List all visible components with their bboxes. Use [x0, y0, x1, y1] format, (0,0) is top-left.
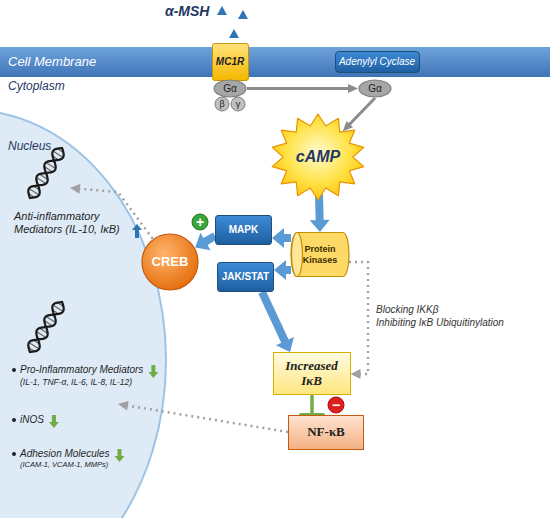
connector — [272, 228, 291, 248]
g-protein-subunit — [215, 97, 229, 111]
arrow-head — [348, 84, 358, 93]
hormone-triangle — [217, 6, 227, 15]
dna-rung — [29, 189, 39, 196]
node-text: MC1R — [216, 56, 244, 68]
ellipse-outline — [142, 234, 198, 290]
dna-rung — [53, 305, 63, 312]
ellipse-outline — [214, 80, 246, 97]
gene-product: Pro-Inflammatory Mediators — [20, 364, 143, 376]
gene-product-detail: (ICAM-1, VCAM-1, MMPs) — [20, 461, 108, 470]
up-arrow — [132, 224, 142, 238]
node-text: Increased IκB — [277, 359, 347, 389]
cylinder-end — [292, 233, 303, 277]
arrow-head — [274, 260, 286, 280]
bullet — [12, 418, 16, 422]
arrow-head — [310, 220, 330, 232]
g-protein-ellipse: Gα — [358, 79, 392, 98]
bullet — [12, 452, 16, 456]
arrow-head — [343, 121, 353, 131]
node-text: CREB — [152, 255, 189, 270]
arrow-head — [351, 369, 361, 379]
connector — [310, 194, 330, 232]
connector-line — [283, 234, 291, 242]
messenger-starburst: cAMP — [270, 113, 366, 201]
starburst-outline — [272, 114, 364, 200]
process-box: NF-κB — [288, 415, 364, 450]
pathway-box: MAPK — [215, 215, 272, 245]
enzyme-box: Adenylyl Cyclase — [335, 51, 420, 73]
down-arrow — [148, 365, 158, 378]
node-text: MAPK — [229, 224, 258, 236]
connector-line — [127, 406, 288, 433]
dna-icon — [28, 302, 63, 352]
connector — [274, 260, 291, 280]
dna-rung — [53, 151, 63, 158]
node-text: Gα — [368, 83, 382, 95]
node-text: Cell Membrane — [8, 55, 96, 70]
node-text: Nucleus — [8, 140, 51, 154]
connector-line — [349, 262, 368, 374]
connector — [349, 262, 368, 379]
mechanism-note: Blocking IKKβ — [376, 304, 438, 316]
transcription-factor-circle: CREB — [141, 233, 199, 291]
node-text: Protein Kinases — [300, 244, 340, 265]
cylinder-outline — [291, 233, 349, 277]
dna-strand — [28, 302, 63, 352]
receptor-box: MC1R — [212, 43, 249, 81]
hormone-triangle — [229, 29, 239, 38]
connector-line — [349, 98, 375, 125]
node-text: JAK/STAT — [222, 271, 269, 283]
plus-sign: + — [192, 214, 208, 230]
dna-rung — [29, 343, 39, 350]
gene-product: Anti-inflammatory Mediators (IL-10, IκB) — [14, 210, 132, 235]
inhibition-badge — [328, 397, 344, 413]
connector-line — [247, 87, 349, 90]
connector — [195, 233, 215, 250]
node-text: Adenylyl Cyclase — [339, 56, 415, 68]
kinase-cylinder: Protein Kinases — [291, 232, 349, 277]
node-text: cAMP — [296, 148, 340, 166]
connector — [247, 84, 358, 93]
dna-icon — [28, 148, 63, 198]
process-box: Increased IκB — [273, 352, 351, 395]
gene-product-detail: (IL-1, TNF-α, IL-6, IL-8, IL-12) — [20, 378, 132, 388]
molecule-name: α-MSH — [165, 3, 209, 19]
activation-badge — [192, 214, 208, 230]
connector-line — [205, 236, 215, 242]
bullet — [12, 368, 16, 372]
subunit-name: γ — [231, 97, 245, 111]
gene-product: iNOS — [20, 414, 44, 426]
g-protein-ellipse: Gα — [213, 79, 247, 98]
node-text: NF-κB — [307, 425, 345, 440]
membrane-band: Cell Membrane MC1R Adenylyl Cyclase — [0, 47, 550, 77]
connector — [118, 401, 288, 432]
node-text: Gα — [223, 83, 237, 95]
nucleus-outline — [0, 110, 166, 518]
arrow-head — [272, 228, 284, 248]
connector — [301, 395, 323, 415]
mechanism-note: Inhibiting IκB Ubiquitinylation — [376, 317, 504, 329]
down-arrow — [49, 415, 59, 428]
arrow-head — [70, 184, 80, 194]
arrow-head — [118, 401, 129, 411]
minus-sign: − — [328, 397, 344, 413]
connector — [262, 292, 294, 352]
region-name: Cytoplasm — [8, 80, 65, 94]
dna-strand — [28, 148, 63, 198]
ellipse-outline — [359, 80, 391, 97]
connector — [343, 98, 375, 131]
connector-line — [262, 292, 285, 342]
down-arrow — [115, 449, 125, 462]
pathway-box: JAK/STAT — [217, 262, 274, 292]
arrow-head — [195, 233, 210, 250]
subunit-name: β — [215, 97, 229, 111]
arrow-head — [276, 337, 294, 352]
connector-line — [310, 395, 314, 415]
g-protein-subunit — [231, 97, 245, 111]
gene-product: Adhesion Molecules — [20, 448, 110, 460]
hormone-triangle — [238, 10, 248, 19]
